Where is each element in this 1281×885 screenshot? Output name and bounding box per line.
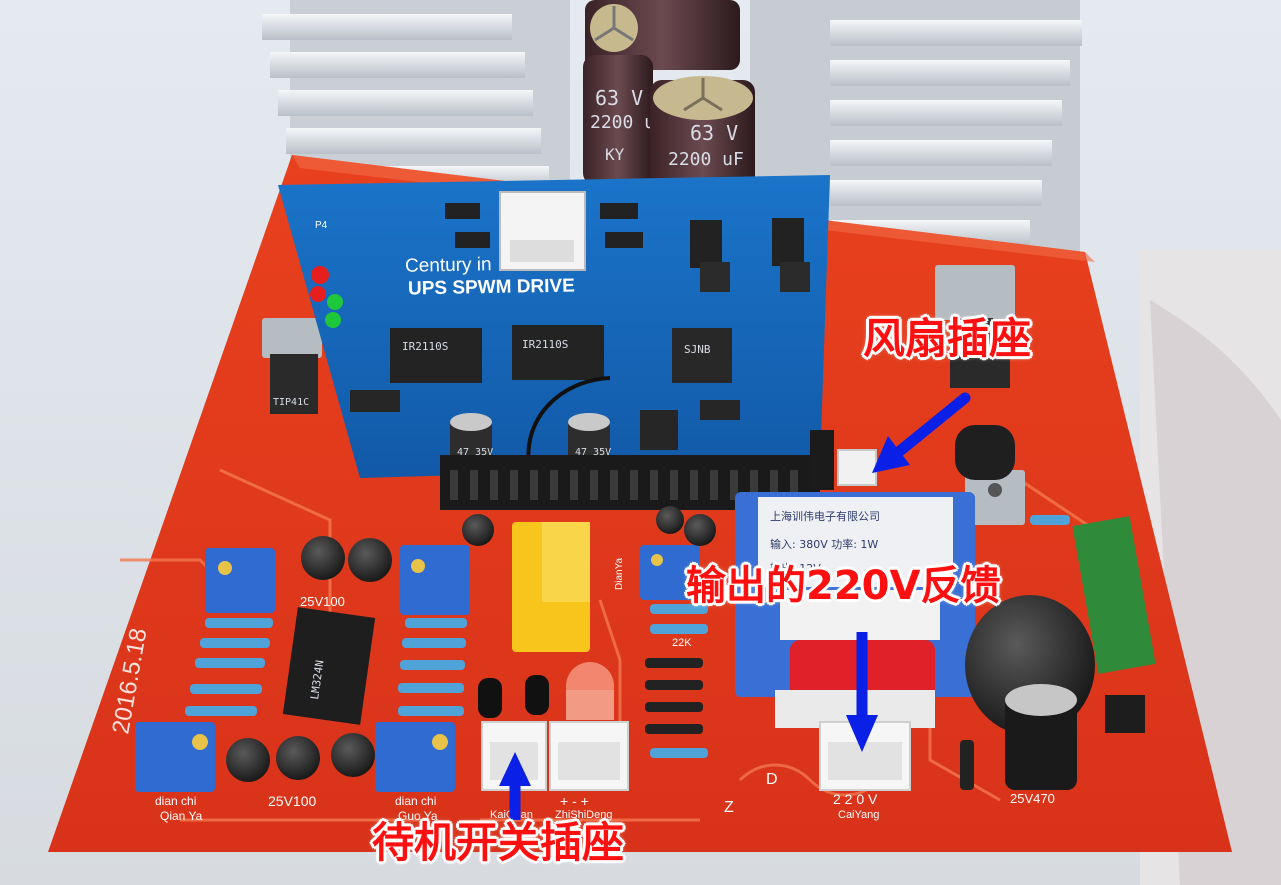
led-green xyxy=(327,294,343,310)
svg-text:输入: 380V 功率: 1W: 输入: 380V 功率: 1W xyxy=(770,537,878,551)
svg-text:2200 uF: 2200 uF xyxy=(668,149,744,170)
svg-text:+ - +: + - + xyxy=(560,793,589,809)
callout-fan-socket: 风扇插座 xyxy=(863,314,1032,363)
mcu-chip xyxy=(672,328,732,383)
main-capacitor-left: 63 V 2200 uF xyxy=(583,55,666,185)
transistor-mid-right xyxy=(965,470,1025,525)
svg-text:DianYa: DianYa xyxy=(614,558,625,590)
svg-text:25V470: 25V470 xyxy=(1010,791,1055,806)
svg-text:KY: KY xyxy=(605,145,625,164)
main-capacitor-top xyxy=(585,0,740,70)
svg-text:2200 uF: 2200 uF xyxy=(590,112,666,133)
main-capacitor-right: 63 V 2200 uF KY xyxy=(605,76,755,190)
svg-text:IR2110S: IR2110S xyxy=(402,340,448,353)
svg-text:22K: 22K xyxy=(672,637,692,649)
svg-text:2 2 0 V: 2 2 0 V xyxy=(833,791,878,807)
svg-text:dian chi: dian chi xyxy=(155,794,196,808)
svg-text:D: D xyxy=(766,771,778,788)
driver-ic-left xyxy=(390,328,482,383)
transistor-left: TIP41C xyxy=(262,318,322,414)
trimpot-bottom-mid xyxy=(375,722,455,792)
svg-text:TIP41C: TIP41C xyxy=(273,397,309,408)
svg-text:输出: 12V: 输出: 12V xyxy=(770,561,821,575)
svg-text:LM324N: LM324N xyxy=(308,659,326,700)
svg-text:ZhiShiDeng: ZhiShiDeng xyxy=(555,809,612,821)
trimpot-bottom-left xyxy=(135,722,215,792)
svg-text:Z: Z xyxy=(724,799,734,816)
transformer: 上海训伟电子有限公司 输入: 380V 功率: 1W 输出: 12V xyxy=(735,492,975,728)
fan-socket xyxy=(837,449,877,486)
driver-product-label: UPS SPWM DRIVE xyxy=(407,275,575,300)
svg-text:Qian Ya: Qian Ya xyxy=(160,809,203,823)
callout-feedback: 输出的220V反馈 xyxy=(686,563,1001,609)
electrolytic-capacitor-470 xyxy=(1005,684,1077,790)
arrow-to-standby-socket xyxy=(499,752,531,820)
svg-text:Guo Ya: Guo Ya xyxy=(398,809,438,823)
callout-standby-switch: 待机开关插座 xyxy=(372,818,625,867)
arrow-to-fan-socket xyxy=(872,392,971,473)
diodes xyxy=(645,658,974,790)
svg-text:25V100: 25V100 xyxy=(268,793,316,809)
svg-text:dian chi: dian chi xyxy=(395,794,436,808)
opto-chip xyxy=(1105,695,1145,733)
trimpot-top-right xyxy=(640,545,700,600)
svg-text:63 V: 63 V xyxy=(690,121,738,145)
svg-text:上海训伟电子有限公司: 上海训伟电子有限公司 xyxy=(770,509,880,523)
driver-brand-label: Century in xyxy=(404,254,492,277)
svg-text:63 V: 63 V xyxy=(595,86,643,110)
small-black-capacitors xyxy=(226,506,716,782)
driver-board-components: IR2110S IR2110S SJNB 47 35V 47 35V P4 xyxy=(310,191,810,471)
transistor-right xyxy=(935,265,1015,388)
svg-text:CaiYang: CaiYang xyxy=(838,809,879,821)
led-red xyxy=(311,266,329,284)
resistor-array xyxy=(185,515,1070,758)
svg-text:47 35V: 47 35V xyxy=(457,447,493,458)
arrow-to-feedback-socket xyxy=(846,632,878,752)
svg-text:25V100: 25V100 xyxy=(300,594,345,609)
svg-text:47 35V: 47 35V xyxy=(575,447,611,458)
trimpot-top-left xyxy=(205,548,275,613)
ic-lm324 xyxy=(282,607,376,725)
trimpot-top-mid xyxy=(400,545,470,615)
green-module xyxy=(1072,516,1156,674)
driver-ic-right xyxy=(512,325,604,380)
svg-text:SJNB: SJNB xyxy=(684,343,711,356)
capacitor-right-top xyxy=(955,425,1015,480)
svg-text:IR2110S: IR2110S xyxy=(522,338,568,351)
svg-text:P4: P4 xyxy=(315,220,328,231)
indicator-socket xyxy=(549,721,629,791)
